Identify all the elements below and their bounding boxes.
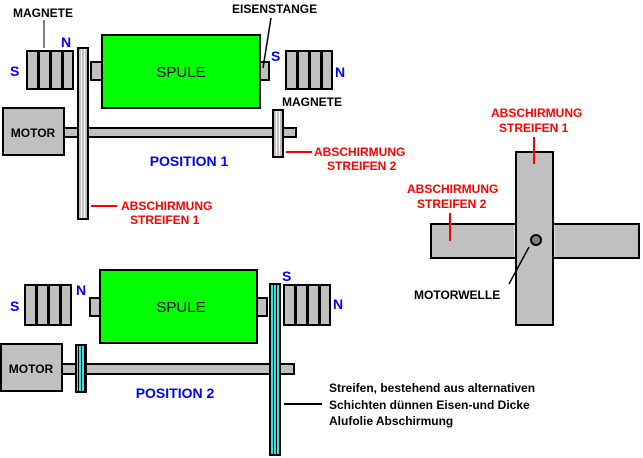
north-pole-label: N — [76, 282, 86, 298]
north-pole-label: N — [61, 34, 71, 50]
south-pole-label: S — [282, 268, 291, 284]
shield-strip-2-label-line1: ABSCHIRMUNG — [314, 145, 405, 159]
cross-strip-1-label-line2: STREIFEN 1 — [499, 121, 569, 135]
iron-rod-label: EISENSTANGE — [232, 2, 317, 16]
shield-strip-2 — [272, 109, 284, 158]
motor-shaft — [61, 363, 295, 375]
right-magnet-stack — [283, 284, 331, 326]
position-1-assembly: MAGNETE S N SPULE EISENSTANGE S N MAGNET… — [2, 2, 405, 227]
cross-strip-2-label-line2: STREIFEN 2 — [417, 197, 487, 211]
motor-shaft-dot — [530, 234, 542, 246]
laminated-strip-large — [269, 283, 281, 456]
shield-strip-1-label-line2: STREIFEN 1 — [130, 213, 200, 227]
note-line-3: Alufolie Abschirmung — [329, 414, 453, 428]
position-1-title: POSITION 1 — [150, 153, 229, 169]
cross-strip-2-label-line1: ABSCHIRMUNG — [407, 182, 498, 196]
cross-strip-1-label-line1: ABSCHIRMUNG — [491, 106, 582, 120]
coil — [101, 34, 261, 109]
motor-label: MOTOR — [11, 126, 56, 140]
note-line-1: Streifen, bestehend aus alternativen — [329, 381, 535, 395]
right-magnet-stack — [285, 50, 333, 90]
left-magnet-stack — [26, 50, 74, 90]
motor-label: MOTOR — [9, 362, 54, 376]
coil-label: SPULE — [156, 64, 205, 81]
north-pole-label: N — [335, 64, 345, 80]
left-magnet-stack — [24, 284, 72, 326]
iron-rod-leader-line — [262, 17, 272, 69]
motor-shaft-label: MOTORWELLE — [414, 288, 500, 302]
position-2-title: POSITION 2 — [136, 385, 215, 401]
shield-strip-1-label-line1: ABSCHIRMUNG — [121, 199, 212, 213]
laminated-strip-small — [75, 344, 87, 393]
motor-shaft-leader — [508, 246, 530, 285]
south-pole-label: S — [10, 298, 19, 314]
shield-strip-1 — [77, 47, 89, 220]
south-pole-label: S — [10, 63, 19, 79]
position-2-assembly: S N SPULE S N MOTOR POSITION 2 Streifen,… — [0, 268, 535, 456]
shield-strip-2-label-line2: STREIFEN 2 — [327, 159, 397, 173]
south-pole-label: S — [271, 48, 280, 64]
motor-shaft — [63, 127, 297, 138]
coil — [99, 269, 258, 344]
motor — [2, 107, 65, 156]
north-pole-label: N — [333, 296, 343, 312]
magnets-label: MAGNETE — [282, 95, 342, 109]
note-line-2: Schichten dünnen Eisen-und Dicke — [329, 398, 530, 412]
magnets-label: MAGNETE — [13, 6, 73, 20]
coil-label: SPULE — [156, 299, 205, 316]
cross-section-view: ABSCHIRMUNG STREIFEN 1 ABSCHIRMUNG STREI… — [407, 106, 640, 326]
